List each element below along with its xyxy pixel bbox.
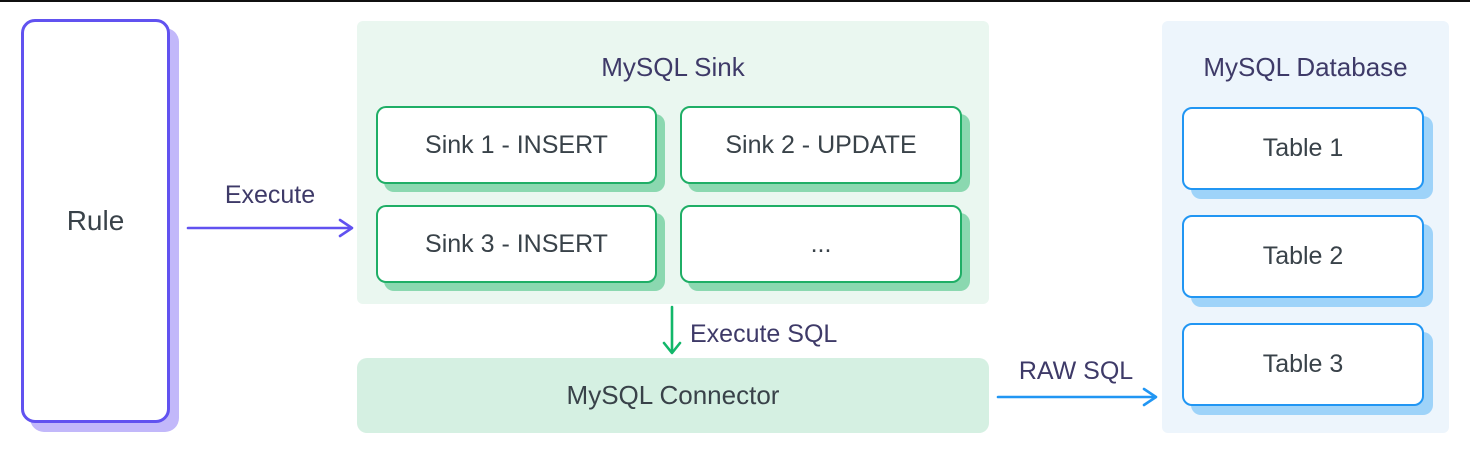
execute-arrow-icon [186, 218, 354, 238]
raw-sql-arrow-icon [996, 387, 1158, 407]
sink-node-more-label: ... [810, 229, 832, 258]
table-node-3: Table 3 [1182, 323, 1424, 406]
screenshot-top-border [0, 0, 1470, 2]
sink-node-3-label: Sink 3 - INSERT [425, 229, 608, 258]
sink-node-2: Sink 2 - UPDATE [680, 106, 962, 184]
table-node-2-label: Table 2 [1262, 242, 1344, 270]
sink-node-1: Sink 1 - INSERT [376, 106, 657, 184]
table-node-1-label: Table 1 [1262, 134, 1344, 162]
mysql-connector-node: MySQL Connector [357, 358, 989, 433]
table-node-3-label: Table 3 [1262, 350, 1344, 378]
sink-node-1-label: Sink 1 - INSERT [425, 130, 608, 159]
mysql-connector-label: MySQL Connector [566, 380, 780, 410]
mysql-database-title: MySQL Database [1203, 52, 1408, 82]
rule-node: Rule [21, 19, 170, 423]
table-node-1: Table 1 [1182, 107, 1424, 190]
sink-node-more: ... [680, 205, 962, 283]
table-node-2: Table 2 [1182, 215, 1424, 298]
execute-arrow-label: Execute [224, 181, 316, 209]
sink-node-2-label: Sink 2 - UPDATE [725, 130, 917, 159]
raw-sql-arrow-label: RAW SQL [1018, 357, 1134, 385]
mysql-sink-title: MySQL Sink [601, 52, 745, 82]
execute-sql-arrow-icon [662, 305, 682, 355]
mysql-sink-group: MySQL Sink Sink 1 - INSERT Sink 2 - UPDA… [357, 21, 989, 304]
sink-node-3: Sink 3 - INSERT [376, 205, 657, 283]
execute-sql-arrow-label: Execute SQL [690, 320, 838, 348]
rule-node-label: Rule [66, 205, 125, 236]
mysql-database-group: MySQL Database Table 1 Table 2 Table 3 [1162, 21, 1449, 433]
